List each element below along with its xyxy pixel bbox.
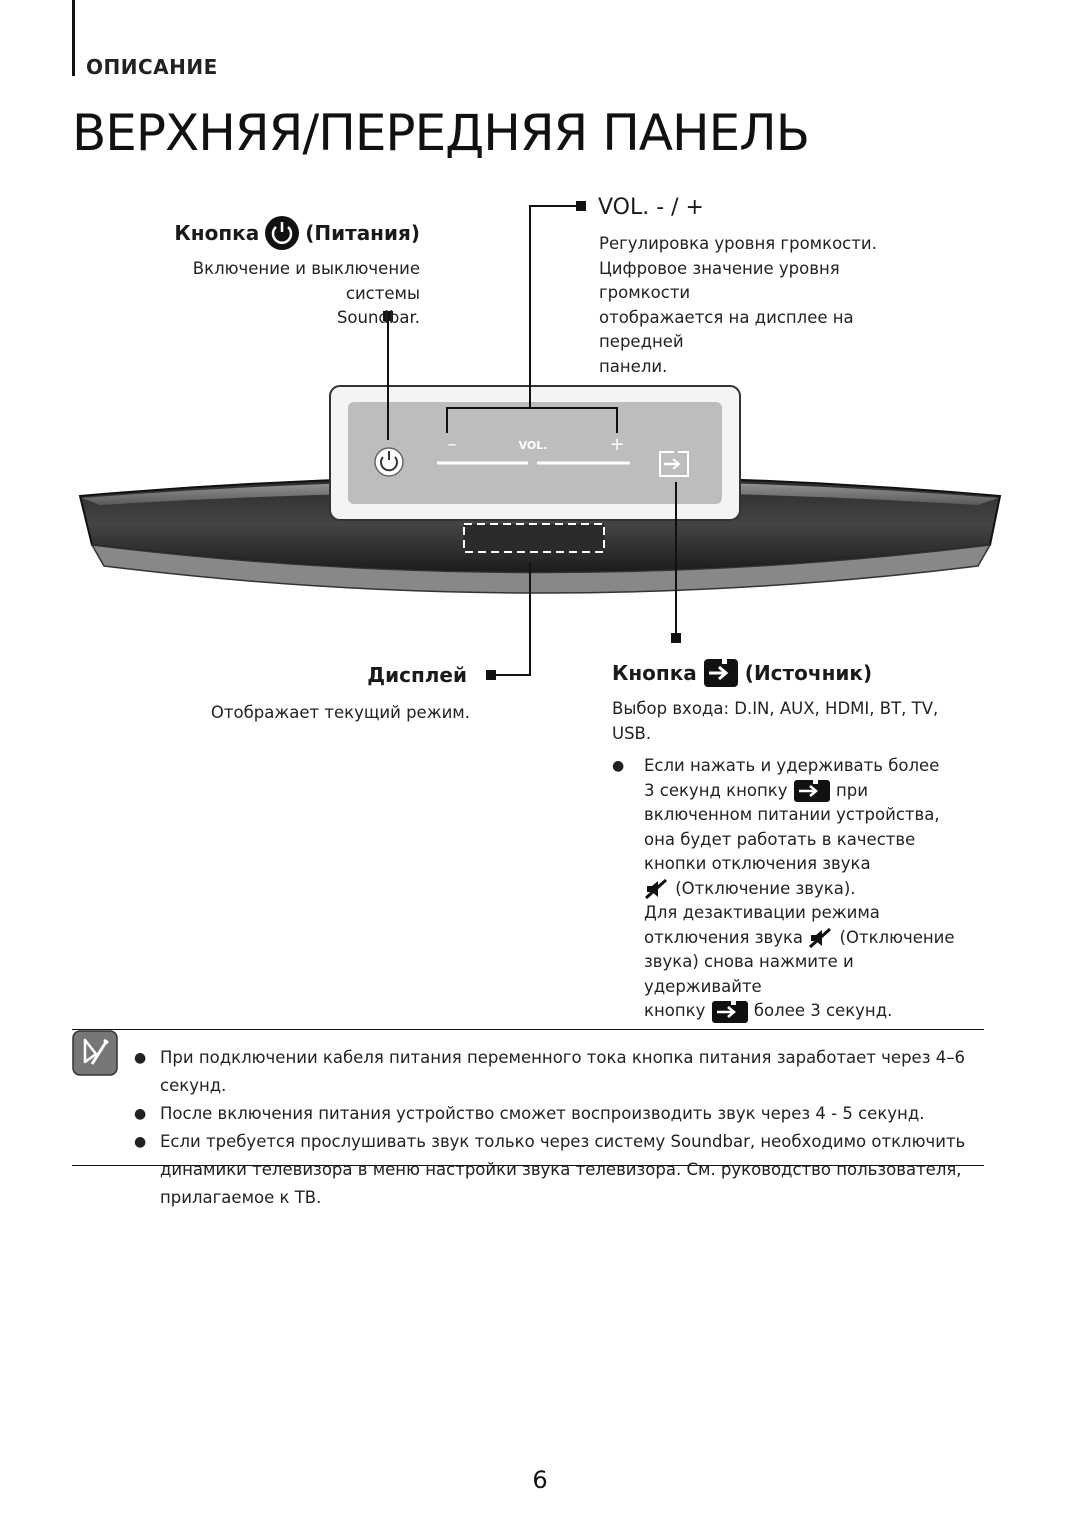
mute-icon: [809, 927, 832, 949]
source-button-title: Кнопка (Источник): [612, 658, 872, 688]
source-mute-bullet: ● Если нажать и удерживать более 3 секун…: [612, 754, 962, 1024]
bullet-line: при: [836, 780, 869, 800]
power-desc-line2: Soundbar.: [336, 308, 420, 327]
source-icon: [711, 999, 748, 1023]
callout-lines: [387, 205, 677, 676]
source-desc-line1: Выбор входа: D.IN, AUX, HDMI, BT, TV,: [612, 699, 939, 718]
bullet-line: звука) снова нажмите и удерживайте: [644, 952, 854, 996]
bullet-line: Для дезактивации режима: [644, 903, 880, 922]
note-item: ● Если требуется прослушивать звук тольк…: [134, 1128, 984, 1212]
note-item: ● После включения питания устройство смо…: [134, 1100, 984, 1128]
volume-title: VOL. - / +: [598, 195, 704, 220]
soundbar-diagram: – VOL. +: [78, 201, 1002, 680]
bullet-line: отключения звука: [644, 927, 804, 947]
power-desc-line1: Включение и выключение системы: [192, 259, 420, 303]
mute-icon: [644, 878, 668, 900]
source-desc-line2: USB.: [612, 723, 652, 743]
page-number: 6: [532, 1466, 548, 1494]
source-title-suffix: (Источник): [744, 661, 873, 685]
display-description: Отображает текущий режим.: [210, 703, 470, 722]
source-title-prefix: Кнопка: [612, 661, 697, 685]
bullet-line: кнопки отключения звука: [644, 854, 871, 873]
notes-top-rule: [72, 1029, 984, 1030]
front-display-window: [463, 523, 605, 553]
notes-list: ● При подключении кабеля питания перемен…: [134, 1044, 984, 1212]
bullet-line: (Отключение: [839, 927, 955, 947]
note-item: ● При подключении кабеля питания перемен…: [134, 1044, 984, 1100]
volume-desc-line: панели.: [599, 356, 668, 376]
note-text: После включения питания устройство сможе…: [160, 1104, 925, 1123]
volume-desc-line: Регулировка уровня громкости.: [599, 234, 877, 253]
volume-description: Регулировка уровня громкости. Цифровое з…: [599, 232, 929, 379]
bullet-line: 3 секунд кнопку: [644, 780, 788, 800]
bullet-dot: ●: [134, 1106, 147, 1122]
control-panel: [329, 385, 741, 521]
source-icon: [793, 779, 830, 802]
panel-vol-label: VOL.: [519, 439, 548, 452]
bullet-line: Если нажать и удерживать более: [644, 756, 940, 775]
panel-volume-control[interactable]: – VOL. +: [437, 434, 630, 465]
source-description: Выбор входа: D.IN, AUX, HDMI, BT, TV, US…: [612, 697, 942, 746]
panel-plus-label: +: [609, 434, 624, 455]
volume-desc-line: отображается на дисплее на передней: [599, 307, 854, 352]
notes-bottom-rule: [72, 1165, 984, 1166]
page-title: ВЕРХНЯЯ/ПЕРЕДНЯЯ ПАНЕЛЬ: [72, 104, 810, 162]
power-icon: [265, 216, 300, 250]
power-description: Включение и выключение системы Soundbar.: [120, 257, 420, 331]
source-icon: [703, 658, 738, 687]
section-bar: [72, 0, 75, 76]
note-text: Если требуется прослушивать звук только …: [160, 1132, 966, 1207]
note-icon: [72, 1030, 118, 1076]
bullet-dot: ●: [134, 1134, 147, 1150]
note-text: При подключении кабеля питания переменно…: [160, 1048, 965, 1095]
power-title-suffix: (Питания): [305, 221, 420, 245]
bullet-line: (Отключение звука).: [675, 878, 856, 898]
bullet-line: более 3 секунд.: [753, 1001, 893, 1020]
bullet-line: она будет работать в качестве: [644, 829, 916, 849]
panel-source-button[interactable]: [659, 450, 689, 477]
callout-markers: [383, 201, 681, 680]
bullet-line: включенном питании устройства,: [644, 805, 940, 824]
section-label: ОПИСАНИЕ: [86, 55, 218, 79]
panel-power-button[interactable]: [374, 447, 404, 477]
power-button-title: Кнопка (Питания): [174, 216, 420, 250]
bullet-line: кнопку: [644, 1001, 706, 1020]
volume-desc-line: Цифровое значение уровня громкости: [599, 258, 840, 303]
display-title: Дисплей: [367, 663, 467, 687]
power-title-prefix: Кнопка: [174, 221, 260, 245]
bullet-dot: ●: [134, 1050, 147, 1066]
panel-minus-label: –: [448, 434, 457, 455]
bullet-dot: ●: [612, 758, 625, 774]
